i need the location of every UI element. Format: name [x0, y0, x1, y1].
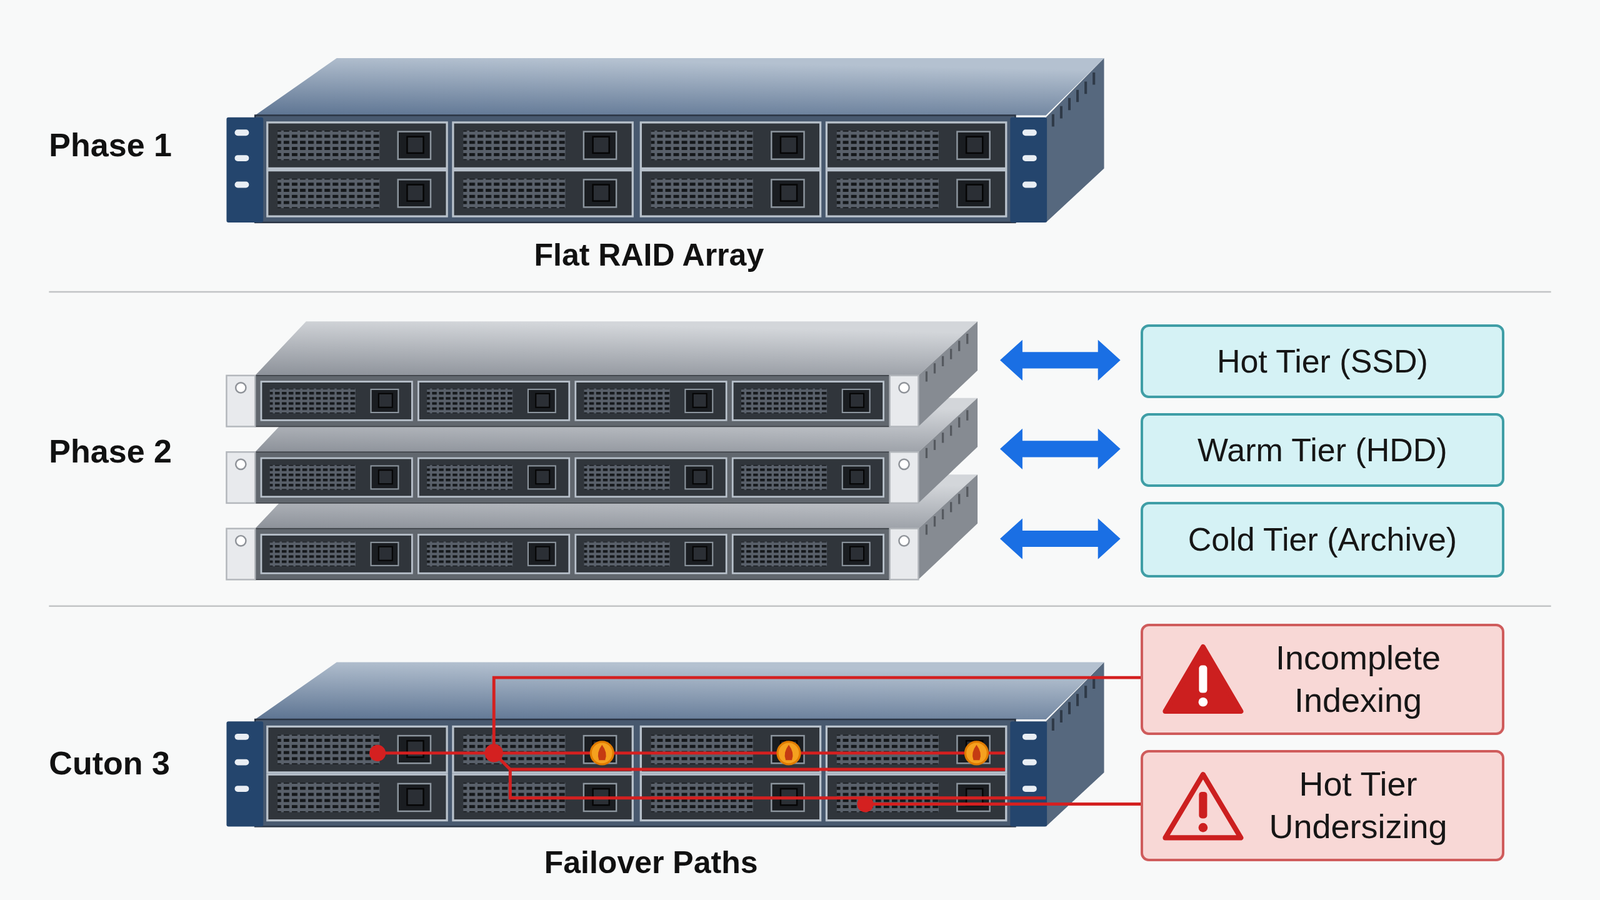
- tier-box: Cold Tier (Archive): [1140, 501, 1504, 578]
- failover-server: [226, 662, 1104, 827]
- fault-flame: [785, 745, 794, 760]
- tier-box: Warm Tier (HDD): [1140, 413, 1504, 487]
- warning-box: Incomplete Indexing: [1140, 623, 1504, 735]
- failover-wires: [377, 677, 1141, 804]
- double-arrow: [1000, 340, 1121, 381]
- tier-server-unit: [226, 321, 978, 427]
- fault-flame: [972, 745, 981, 760]
- section-divider: [48, 291, 1551, 293]
- section-caption: Failover Paths: [544, 844, 759, 881]
- failover-wire: [493, 753, 1005, 770]
- phase-label: Phase 2: [48, 432, 172, 470]
- warning-box: Hot Tier Undersizing: [1140, 750, 1504, 862]
- wire-node: [856, 795, 874, 812]
- wire-node: [369, 745, 386, 762]
- section-divider: [48, 605, 1551, 607]
- box-text: Cold Tier (Archive): [1188, 520, 1458, 559]
- raid-server: [226, 58, 1104, 223]
- double-arrow: [1000, 518, 1121, 559]
- wire-node: [485, 743, 504, 762]
- box-text: Hot Tier Undersizing: [1220, 763, 1497, 848]
- failover-wire: [493, 677, 1141, 754]
- phase-label: Cuton 3: [48, 744, 170, 782]
- failover-wire: [510, 769, 1046, 799]
- fault-dot: [777, 741, 800, 765]
- failover-wire: [865, 802, 1141, 806]
- fault-marker: [590, 741, 614, 765]
- phase-label: Phase 1: [48, 126, 172, 164]
- section-caption: Flat RAID Array: [534, 236, 765, 274]
- box-text: Hot Tier (SSD): [1216, 341, 1429, 381]
- fault-dot: [965, 741, 988, 765]
- failover-wire: [377, 751, 1005, 755]
- tier-box: Hot Tier (SSD): [1140, 324, 1504, 399]
- fault-dot: [590, 741, 614, 765]
- fault-flame: [598, 745, 607, 760]
- box-text: Incomplete Indexing: [1220, 636, 1497, 722]
- double-arrow: [1000, 428, 1121, 470]
- fault-marker: [777, 741, 800, 765]
- box-text: Warm Tier (HDD): [1197, 430, 1448, 470]
- fault-marker: [965, 741, 988, 765]
